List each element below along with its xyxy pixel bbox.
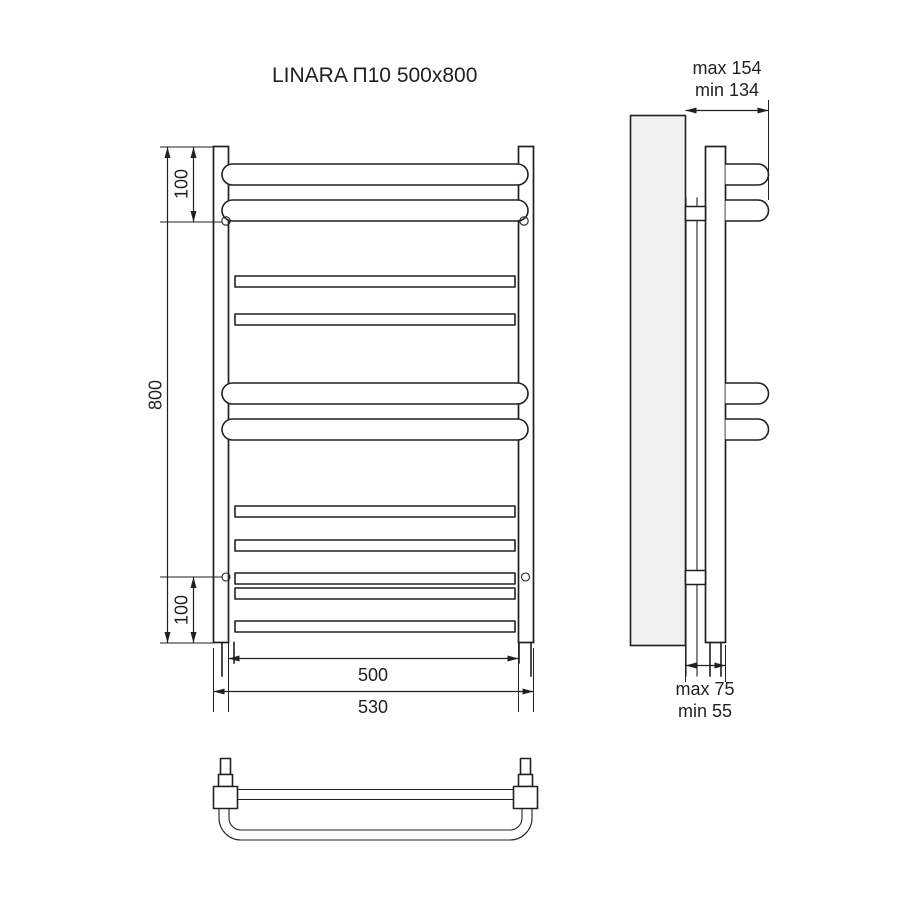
side-view-group <box>629 114 770 677</box>
side-rail-2 <box>725 199 770 222</box>
front-narrow-rung-4 <box>234 539 516 552</box>
side-rail-3 <box>725 382 770 405</box>
plan-right-spigot-collar <box>517 773 534 788</box>
plan-view-group <box>212 757 539 841</box>
front-wide-rail-4 <box>221 418 529 441</box>
front-narrow-rung-5 <box>234 572 516 585</box>
dim-label-width-530: 530 <box>358 697 388 717</box>
front-narrow-rung-6 <box>234 587 516 600</box>
plan-right-spigot <box>519 757 532 776</box>
plan-left-spigot-collar <box>217 773 234 788</box>
front-wide-rail-2 <box>221 199 529 222</box>
front-right-connector-nub-top <box>519 216 529 226</box>
side-lower-bracket <box>684 569 707 586</box>
plan-left-spigot <box>219 757 232 776</box>
plan-cross-bar <box>236 788 515 801</box>
side-rail-4 <box>725 418 770 441</box>
side-main-post <box>704 145 727 644</box>
side-wall-panel <box>629 114 687 647</box>
side-rail-1 <box>725 163 770 186</box>
plan-u-tube-outer <box>218 807 533 841</box>
dim-label-top-100: 100 <box>172 169 192 199</box>
front-wide-rail-3 <box>221 382 529 405</box>
dim-label-depth-bottom-min: min 55 <box>678 701 732 721</box>
front-view-group <box>212 145 535 677</box>
side-upper-bracket <box>684 205 707 222</box>
front-narrow-rung-1 <box>234 275 516 288</box>
dim-label-depth-top-max: max 154 <box>692 58 761 78</box>
side-inner-profile <box>685 197 698 677</box>
front-right-outlet-stub <box>518 641 532 677</box>
front-narrow-rung-2 <box>234 313 516 326</box>
side-outlet-stub <box>709 641 722 677</box>
plan-right-mounting-block <box>512 785 539 810</box>
dim-label-height-800: 800 <box>146 380 166 410</box>
dim-label-depth-bottom-max: max 75 <box>675 679 734 699</box>
plan-u-tube-inner <box>228 807 523 831</box>
plan-left-mounting-block <box>212 785 239 810</box>
dim-label-bottom-100: 100 <box>172 595 192 625</box>
front-narrow-rung-7 <box>234 620 516 633</box>
front-wide-rail-1 <box>221 163 529 186</box>
dim-label-width-500: 500 <box>358 665 388 685</box>
front-narrow-rung-3 <box>234 505 516 518</box>
drawing-title: LINARA П10 500x800 <box>272 64 477 87</box>
front-right-mounting-hole <box>520 572 531 582</box>
front-left-connector-nub-top <box>221 216 231 226</box>
dim-label-depth-top-min: min 134 <box>695 80 759 100</box>
side-view-dimensions: max 154 min 134 max 75 min 55 <box>675 58 769 721</box>
front-view-dimensions: 800 100 100 500 530 <box>146 146 534 717</box>
